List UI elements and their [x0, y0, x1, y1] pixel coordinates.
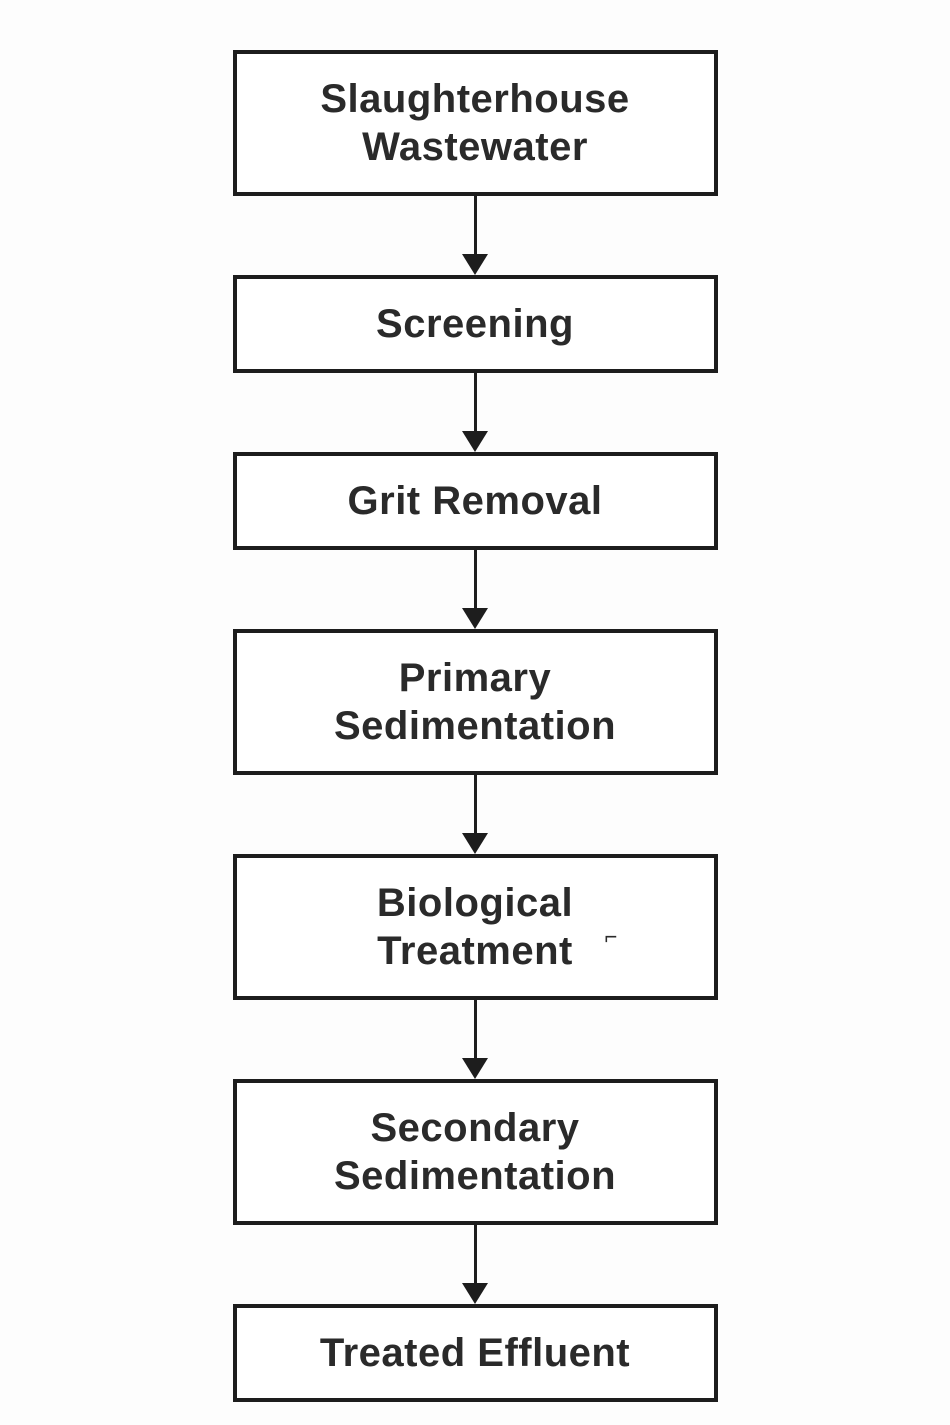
arrow-down-icon: [462, 254, 488, 275]
flow-node-biological-treatment: Biological Treatment ⌐: [232, 854, 718, 1000]
node-label: Treated Effluent: [319, 1331, 631, 1375]
flow-node-primary-sedimentation: Primary Sedimentation: [232, 629, 718, 775]
flow-arrow-4: [233, 775, 718, 854]
arrow-stem: [473, 1225, 477, 1283]
flow-node-secondary-sedimentation: Secondary Sedimentation: [232, 1079, 718, 1225]
flow-node-grit-removal: Grit Removal: [232, 452, 718, 550]
flow-arrow-2: [233, 373, 718, 452]
arrow-down-icon: [462, 833, 488, 854]
flow-node-screening: Screening: [232, 275, 718, 373]
node-label: Screening: [376, 302, 574, 346]
arrow-down-icon: [462, 608, 488, 629]
arrow-stem: [473, 1000, 477, 1058]
arrow-stem: [473, 775, 477, 833]
node-label: Slaughterhouse Wastewater: [320, 77, 630, 169]
arrow-down-icon: [462, 1058, 488, 1079]
arrow-down-icon: [462, 1283, 488, 1304]
flow-node-slaughterhouse-wastewater: Slaughterhouse Wastewater: [232, 50, 718, 196]
flow-node-treated-effluent: Treated Effluent: [232, 1304, 718, 1402]
flow-arrow-6: [233, 1225, 718, 1304]
flow-arrow-5: [233, 1000, 718, 1079]
arrow-stem: [473, 196, 477, 254]
flow-arrow-1: [233, 196, 718, 275]
node-label: Primary Sedimentation: [333, 656, 617, 748]
stray-mark: ⌐: [604, 924, 618, 949]
flow-arrow-3: [233, 550, 718, 629]
node-label: Biological Treatment: [376, 881, 574, 973]
node-label: Secondary Sedimentation: [333, 1106, 617, 1198]
node-label: Grit Removal: [347, 479, 603, 523]
flowchart: Slaughterhouse Wastewater Screening Grit…: [232, 0, 718, 1402]
arrow-down-icon: [462, 431, 488, 452]
arrow-stem: [473, 373, 477, 431]
arrow-stem: [473, 550, 477, 608]
